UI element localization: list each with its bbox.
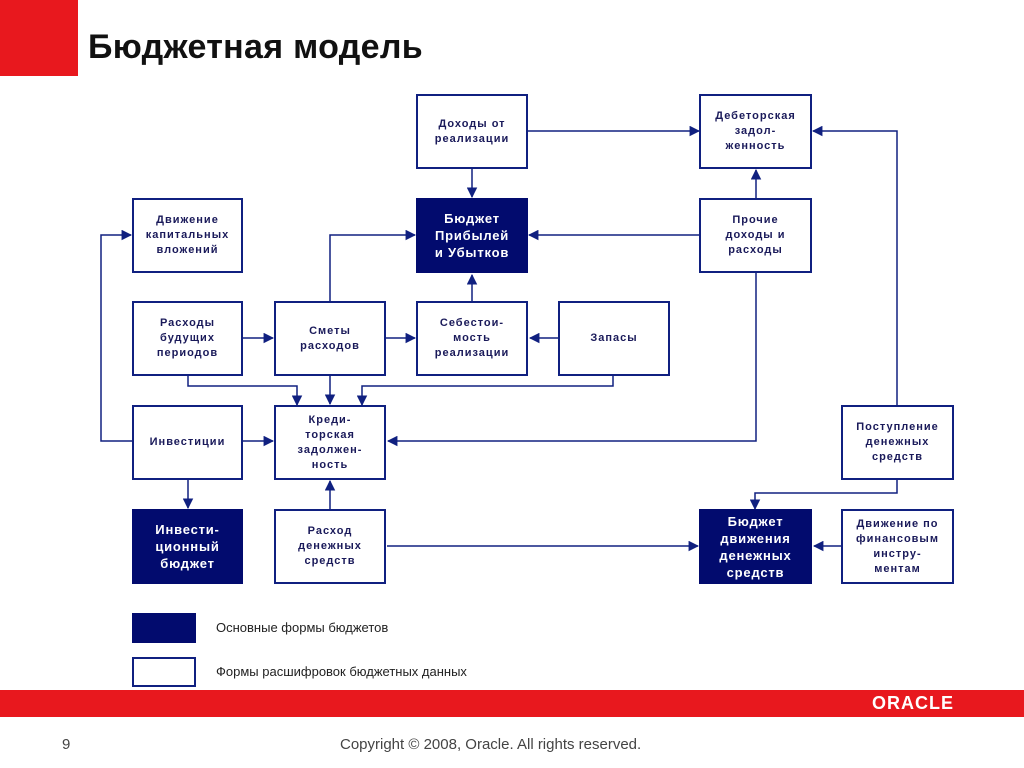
arrow-zapasy-kredit (356, 376, 614, 407)
arrow-post-bdds (749, 480, 898, 511)
legend-main-swatch (132, 613, 196, 643)
box-raskhod-ds: Расход денежных средств (274, 509, 386, 584)
arrow-post-debitor (811, 125, 898, 405)
oracle-logo: ORACLE (872, 693, 954, 713)
box-kreditorskaya: Креди- торская задолжен- ность (274, 405, 386, 480)
connector-arrows (100, 125, 898, 552)
legend-detail-label: Формы расшифровок бюджетных данных (216, 664, 467, 679)
legend-detail-swatch (132, 657, 196, 687)
box-zapasy: Запасы (558, 301, 670, 376)
page-title: Бюджетная модель (88, 28, 423, 66)
box-debitorskaya: Дебеторская задол- женность (699, 94, 812, 169)
box-dvizhenie-kap: Движение капитальных вложений (132, 198, 243, 273)
copyright-text: Copyright © 2008, Oracle. All rights res… (340, 736, 642, 753)
legend-main-label: Основные формы бюджетов (216, 620, 389, 635)
box-postuplenie: Поступление денежных средств (841, 405, 954, 480)
header-accent-square (0, 0, 78, 76)
arrow-smety-bdr (329, 229, 417, 301)
arrow-rbp-kredit (187, 376, 303, 407)
box-sebestoimost: Себестои- мость реализации (416, 301, 528, 376)
box-raskhody-bp: Расходы будущих периодов (132, 301, 243, 376)
box-invest-budget: Инвести- ционный бюджет (132, 509, 243, 584)
page-number: 9 (62, 736, 71, 753)
box-prochie: Прочие доходы и расходы (699, 198, 812, 273)
box-dohody: Доходы от реализации (416, 94, 528, 169)
box-bdr: Бюджет Прибылей и Убытков (416, 198, 528, 273)
arrow-invest-dkv (100, 229, 133, 442)
footer-bar (0, 690, 1024, 717)
box-investicii: Инвестиции (132, 405, 243, 480)
box-bdds: Бюджет движения денежных средств (699, 509, 812, 584)
box-dvizhenie-fin: Движение по финансовым инстру- ментам (841, 509, 954, 584)
arrow-prochie-kredit (386, 273, 757, 447)
box-smety: Сметы расходов (274, 301, 386, 376)
